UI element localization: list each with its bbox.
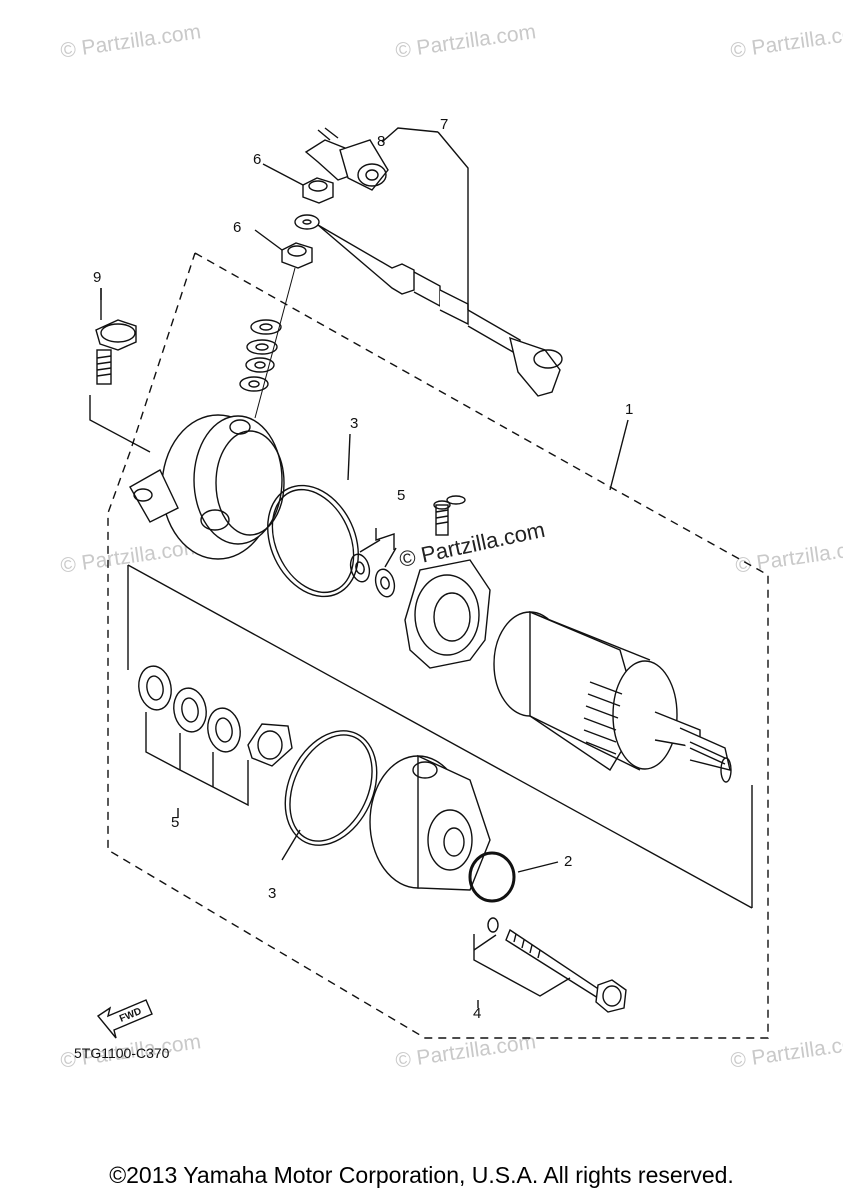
lead-wire-7 xyxy=(294,214,563,397)
callout-8: 8 xyxy=(377,133,385,150)
copyright-notice: ©2013 Yamaha Motor Corporation, U.S.A. A… xyxy=(109,1162,734,1188)
callout-6-upper: 6 xyxy=(253,151,261,168)
assembly-boundary-upper xyxy=(107,252,769,1039)
nut-6-lower xyxy=(281,242,313,269)
callout-5-lower: 5 xyxy=(171,814,179,831)
callout-2: 2 xyxy=(564,853,572,870)
brush-holder-plate xyxy=(404,495,491,669)
callout-1: 1 xyxy=(625,401,633,418)
bolt-9 xyxy=(89,288,151,453)
nut-6-upper xyxy=(302,177,334,204)
armature xyxy=(493,610,732,783)
o-ring-3-upper xyxy=(267,484,359,598)
callout-9: 9 xyxy=(93,269,101,286)
fwd-arrow-icon xyxy=(96,999,153,1039)
washers-5-upper xyxy=(349,528,397,598)
boot-8 xyxy=(304,127,389,191)
rear-cover xyxy=(129,414,285,560)
callout-4: 4 xyxy=(473,1005,481,1022)
washers-5-lower xyxy=(138,665,293,807)
o-ring-3-lower xyxy=(284,730,378,846)
bolt-4 xyxy=(473,917,627,1013)
front-cover xyxy=(369,754,491,891)
callout-5-upper: 5 xyxy=(397,487,405,504)
washer-stack xyxy=(239,267,296,419)
o-ring-2 xyxy=(468,851,516,903)
diagram-part-code: 5TG1100-C370 xyxy=(74,1045,170,1061)
callout-7: 7 xyxy=(440,116,448,133)
callout-6-lower: 6 xyxy=(233,219,241,236)
callout-3-lower: 3 xyxy=(268,885,276,902)
callout-3-upper: 3 xyxy=(350,415,358,432)
